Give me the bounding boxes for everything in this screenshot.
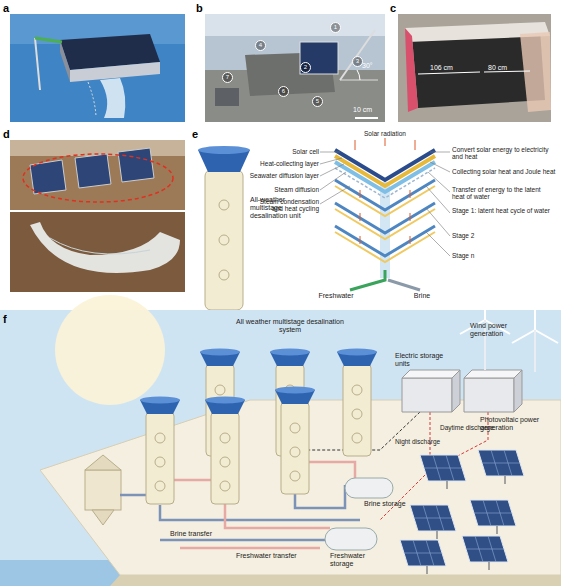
function-label: Collecting solar heat and Joule heat <box>452 168 557 175</box>
layer-label: Steam diffusion <box>249 186 319 193</box>
panel-letter: a <box>3 2 15 14</box>
callout-number: 4 <box>255 40 266 51</box>
transfer-label: Brine transfer <box>170 530 230 538</box>
stage-label: Stage 2 <box>452 232 512 239</box>
flow-label: Night discharge <box>395 438 445 445</box>
outlet-label: Brine <box>402 292 442 300</box>
function-label: Convert solar energy to electricity and … <box>452 146 557 161</box>
panel-letter: f <box>3 313 15 325</box>
system-label: All weather multistage desalination syst… <box>235 318 345 334</box>
angle-label: 30° <box>362 62 384 70</box>
dimension-label: 106 cm <box>430 64 470 72</box>
storage-label: Brine storage <box>364 500 414 508</box>
storage-label: Freshwater storage <box>330 552 380 568</box>
transfer-label: Freshwater transfer <box>236 552 316 560</box>
scale-bar-label: 10 cm <box>353 106 383 114</box>
callout-number: 6 <box>278 86 289 97</box>
outlet-label: Freshwater <box>311 292 361 300</box>
callout-number: 3 <box>352 56 363 67</box>
dimension-label: 80 cm <box>488 64 522 72</box>
callout-number: 7 <box>222 72 233 83</box>
energy-label: Electric storage units <box>395 352 455 368</box>
callout-number: 1 <box>330 22 341 33</box>
function-label: Transfer of energy to the latent heat of… <box>452 186 552 201</box>
layer-label: Seawater diffusion layer <box>229 172 319 179</box>
callout-number: 2 <box>300 62 311 73</box>
stage-label: Stage n <box>452 252 512 259</box>
panel-letter: d <box>3 128 15 140</box>
layer-label: Steam condensation and heat cycling <box>257 198 319 213</box>
callout-number: 5 <box>312 96 323 107</box>
layer-label: Solar cell <box>259 148 319 155</box>
panel-letter: c <box>390 2 402 14</box>
layer-label: Heat-collecting layer <box>239 160 319 167</box>
stage-label: Stage 1: latent heat cycle of water <box>452 207 552 214</box>
flow-label: Daytime discharge <box>440 424 500 431</box>
energy-label: Wind power generation <box>470 322 530 338</box>
panel-letter: b <box>196 2 208 14</box>
radiation-label: Solar radiation <box>350 130 420 137</box>
panel-letter: e <box>192 128 204 140</box>
